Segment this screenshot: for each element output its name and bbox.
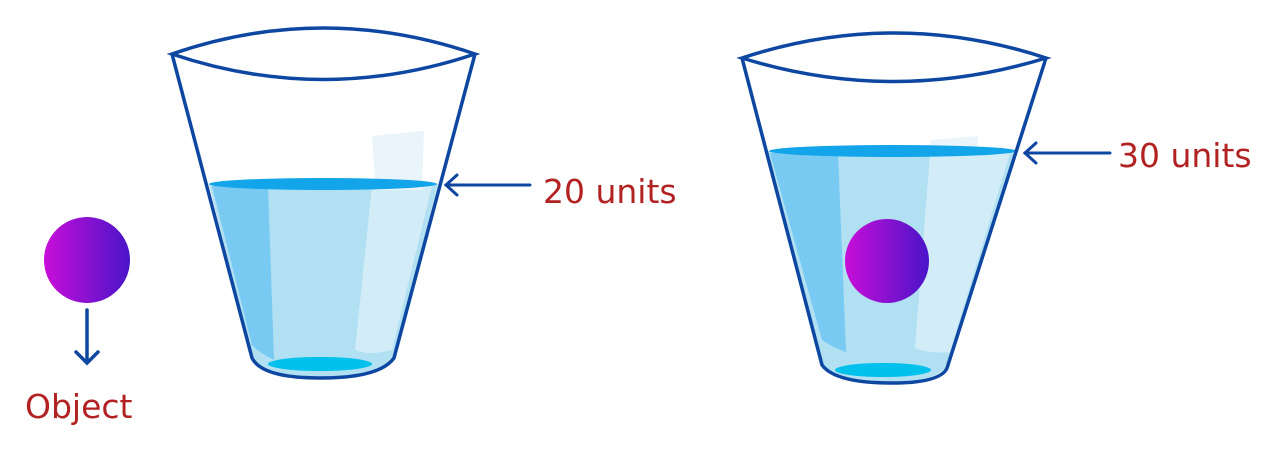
object-label: Object <box>25 387 133 426</box>
object-ball <box>44 217 130 303</box>
arrow-left-icon <box>443 173 532 197</box>
water-level-label-left: 20 units <box>543 172 677 211</box>
arrow-left-icon <box>1022 141 1112 165</box>
water-level-label-right: 30 units <box>1118 136 1252 175</box>
glass-left <box>166 26 481 380</box>
arrow-down-icon <box>74 308 100 366</box>
object-ball-submerged <box>845 219 929 303</box>
glass-right <box>736 31 1052 385</box>
